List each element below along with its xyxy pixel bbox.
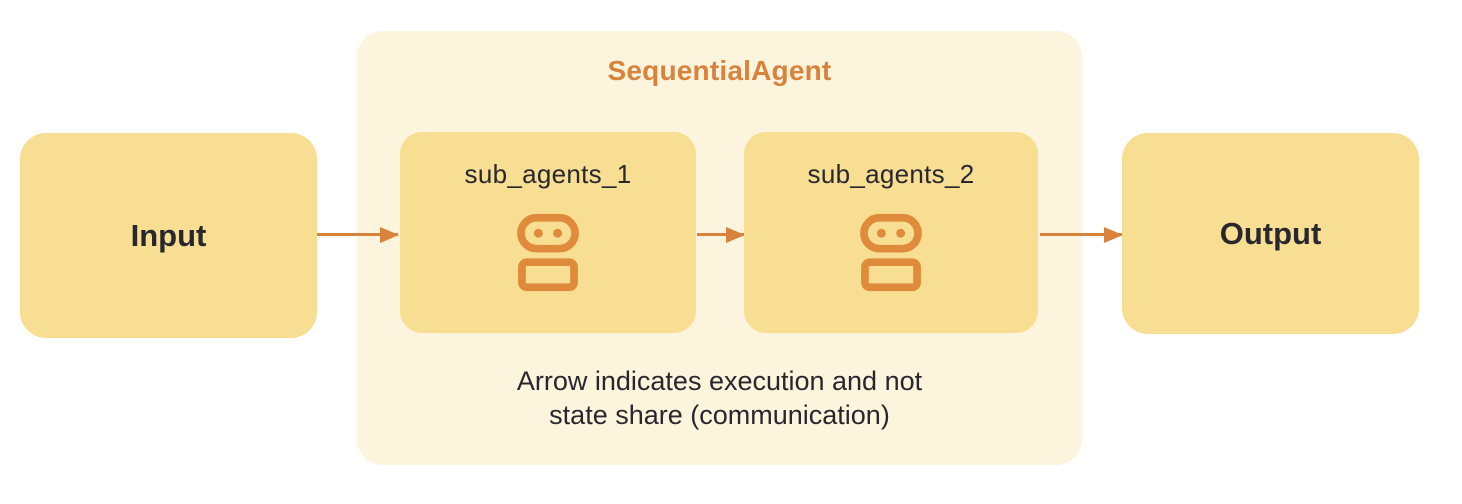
robot-icon bbox=[515, 212, 581, 300]
node-sub-agents-1: sub_agents_1 bbox=[400, 132, 696, 333]
node-input: Input bbox=[20, 133, 317, 338]
node-sub-agents-1-label: sub_agents_1 bbox=[464, 159, 632, 189]
caption-line-1: Arrow indicates execution and not bbox=[516, 366, 923, 396]
sequential-agent-title: SequentialAgent bbox=[607, 55, 832, 86]
node-output: Output bbox=[1122, 133, 1419, 334]
arrow-sub-agents-1-to-sub-agents-2 bbox=[697, 233, 744, 236]
node-output-label: Output bbox=[1219, 215, 1322, 251]
node-sub-agents-2: sub_agents_2 bbox=[744, 132, 1038, 333]
arrow-input-to-sub-agents-1 bbox=[317, 233, 398, 236]
caption-line-2: state share (communication) bbox=[549, 400, 890, 430]
caption: Arrow indicates execution and not state … bbox=[357, 364, 1082, 432]
node-input-label: Input bbox=[130, 217, 207, 253]
robot-icon bbox=[858, 212, 924, 300]
node-sub-agents-2-label: sub_agents_2 bbox=[807, 159, 975, 189]
arrow-sub-agents-2-to-output bbox=[1040, 233, 1122, 236]
